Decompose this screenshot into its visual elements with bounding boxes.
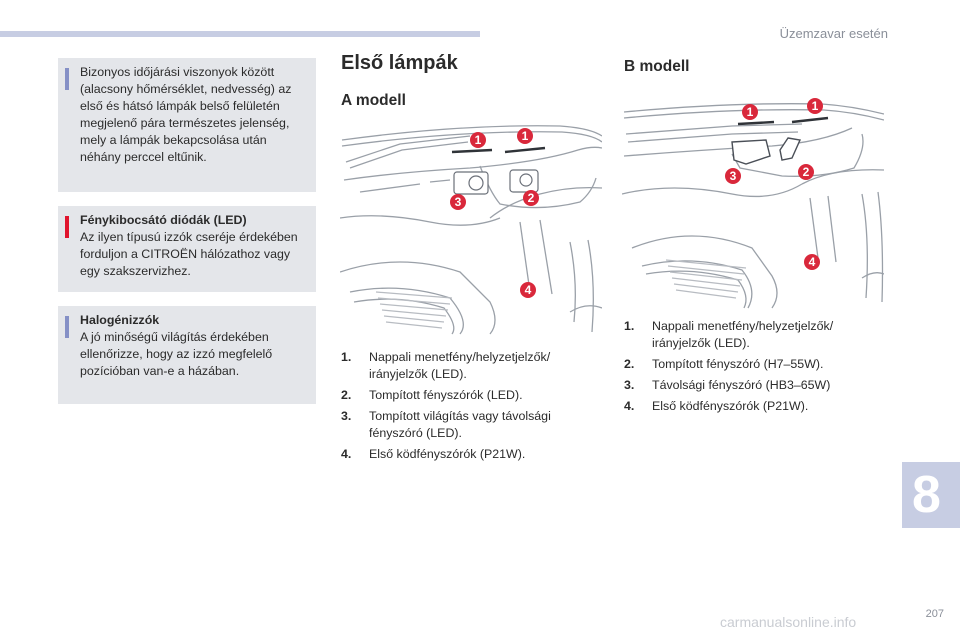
model-a-title: A modell: [341, 92, 406, 109]
info-box-condensation: Bizonyos időjárási viszonyok között (ala…: [58, 58, 316, 192]
model-a-headlamp-illustration: 1 1 2 3 4: [340, 125, 602, 335]
list-item: 1.Nappali menetfény/helyzetjelzők/ irány…: [341, 350, 551, 381]
info-text: A jó minőségű világítás érdekében ellenő…: [80, 330, 273, 378]
warning-text: Az ilyen típusú izzók cseréje érdekében …: [80, 230, 298, 278]
callout-4: 4: [809, 255, 816, 269]
callout-1b: 1: [812, 99, 819, 113]
model-b-headlamp-illustration: 1 1 2 3 4: [622, 98, 884, 309]
info-icon: [65, 68, 69, 90]
header-bar: [0, 31, 480, 37]
callout-1a: 1: [747, 105, 754, 119]
callout-4: 4: [525, 283, 532, 297]
page-number: 207: [925, 608, 944, 620]
info-icon: [65, 316, 69, 338]
info-title: Halogénizzók: [80, 313, 160, 327]
callout-3: 3: [455, 195, 462, 209]
list-item: 4.Első ködfényszórók (P21W).: [624, 399, 809, 413]
model-b-legend: 1.Nappali menetfény/helyzetjelzők/ irány…: [624, 318, 860, 419]
warning-icon: [65, 216, 69, 238]
list-item: 4.Első ködfényszórók (P21W).: [341, 447, 526, 461]
chapter-tab: 8: [902, 462, 960, 528]
watermark: carmanualsonline.info: [720, 614, 857, 630]
page-title: Első lámpák: [341, 52, 458, 74]
callout-2: 2: [803, 165, 810, 179]
list-item: 3.Távolsági fényszóró (HB3–65W): [624, 378, 831, 392]
list-item: 2.Tompított fényszórók (LED).: [341, 388, 523, 402]
model-b-title: B modell: [624, 58, 690, 75]
list-item: 3.Tompított világítás vagy távolsági fén…: [341, 409, 551, 440]
callout-1a: 1: [475, 133, 482, 147]
info-box-halogen: Halogénizzók A jó minőségű világítás érd…: [58, 306, 316, 404]
section-title: Üzemzavar esetén: [779, 26, 888, 41]
model-a-legend: 1.Nappali menetfény/helyzetjelzők/ irány…: [341, 349, 577, 467]
callout-1b: 1: [522, 129, 529, 143]
warning-box-led: Fénykibocsátó diódák (LED) Az ilyen típu…: [58, 206, 316, 292]
list-item: 2.Tompított fényszóró (H7–55W).: [624, 357, 824, 371]
list-item: 1.Nappali menetfény/helyzetjelzők/ irány…: [624, 319, 834, 350]
warning-title: Fénykibocsátó diódák (LED): [80, 213, 247, 227]
callout-3: 3: [730, 169, 737, 183]
callout-2: 2: [528, 191, 535, 205]
info-text: Bizonyos időjárási viszonyok között (ala…: [80, 65, 292, 164]
